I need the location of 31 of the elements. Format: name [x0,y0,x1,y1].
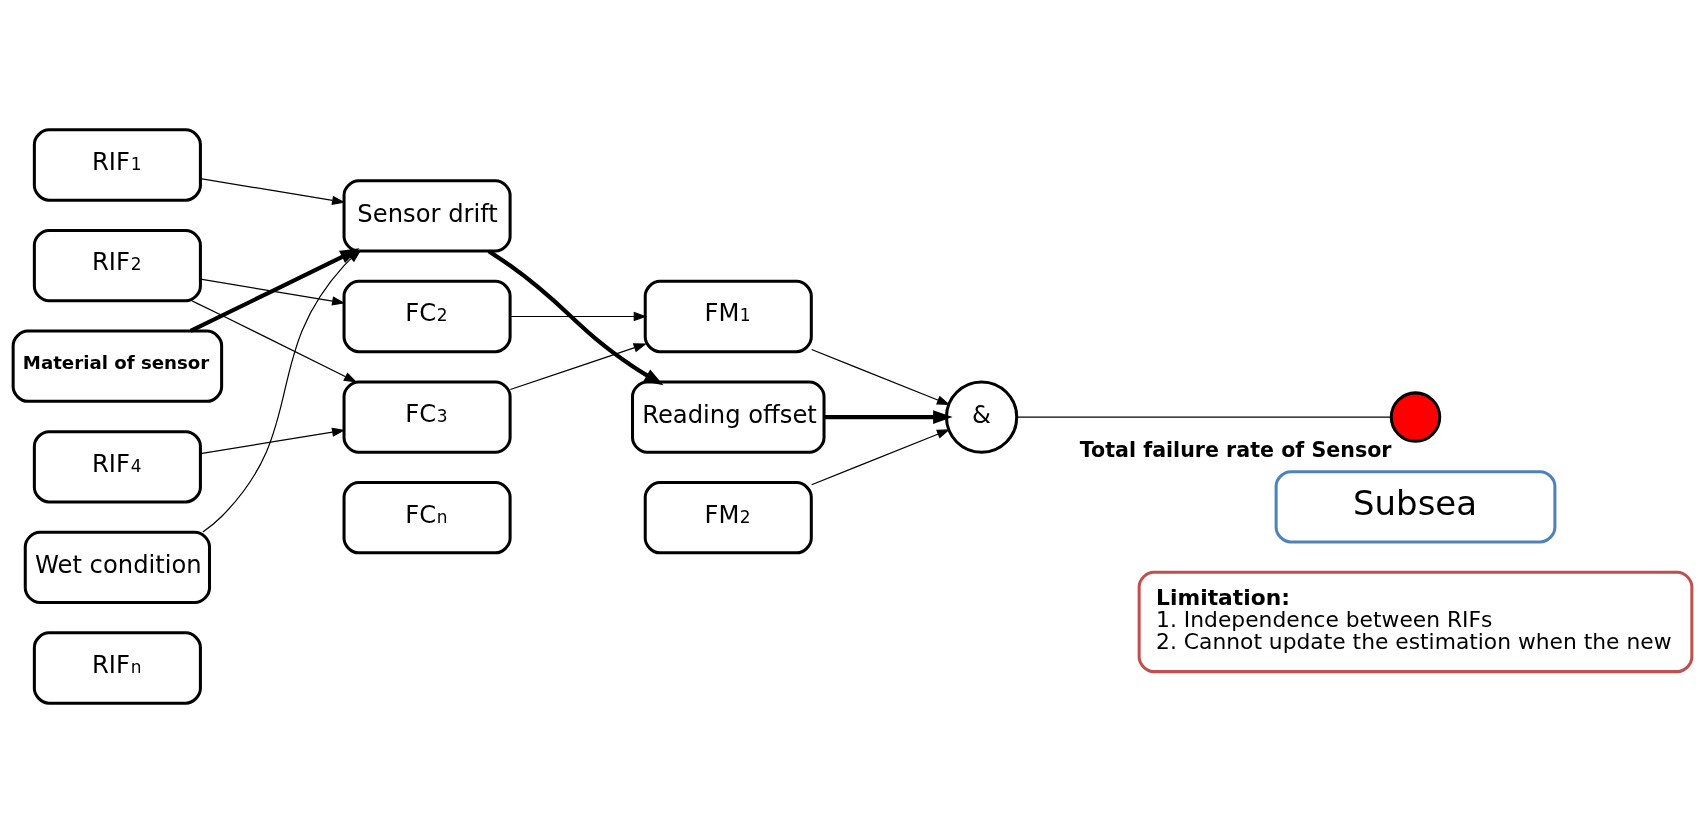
connector [1016,416,1392,418]
node-box: RIFn [32,631,202,705]
arrow [811,348,951,405]
node-circle [1389,391,1442,443]
node-box: RIF4 [32,430,202,504]
arrow [199,427,346,455]
node-box: FM1 [643,279,813,354]
node-box: Reading offset [631,380,826,454]
node-box: RIF1 [32,128,202,202]
node-box: FM2 [643,481,813,555]
arrow [824,410,953,424]
node-box: Subsea [1274,470,1557,544]
node-box: FC2 [342,279,512,354]
arrow [199,177,346,205]
arrow [189,248,360,333]
arrow [509,343,647,391]
arrow [199,278,346,306]
node-box: Sensor drift [342,179,512,253]
arrow [191,300,358,383]
node-box: FCn [342,481,512,555]
node-box: FC3 [342,380,512,454]
arrow [811,429,951,486]
node-circle: & [944,380,1019,454]
node-box: Limitation: 1. Independence between RIFs 2. Cannot update the estimation when the new [1137,570,1694,674]
arrow [509,311,648,322]
node-box: Wet condition [23,530,211,605]
node-box: RIF2 [32,228,202,303]
node-box: Material of sensor [11,329,224,403]
arrow [487,249,664,386]
arrow [202,250,362,533]
node-label: Total failure rate of Sensor [1079,437,1392,462]
